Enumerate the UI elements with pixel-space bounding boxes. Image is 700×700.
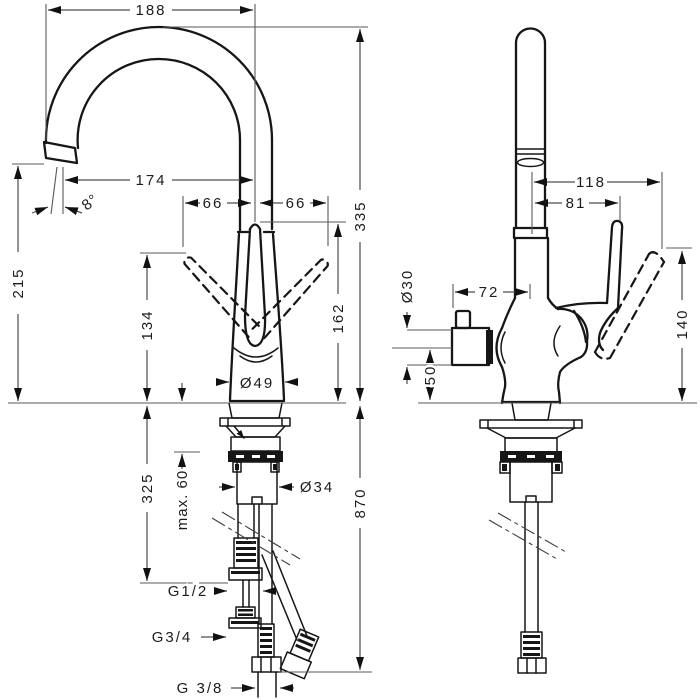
dim-shank-diameter: Ø34 xyxy=(300,479,334,496)
shutoff-valve-side xyxy=(450,309,493,367)
lever-side xyxy=(554,219,624,352)
body-front xyxy=(228,230,286,403)
side-view xyxy=(450,27,666,674)
dim-outlet-height: 215 xyxy=(10,267,27,298)
dim-valve-height: 50 xyxy=(422,365,439,386)
break-lines-front xyxy=(211,511,301,566)
dim-overall-reach: 188 xyxy=(135,2,166,19)
dim-lever-reach: 81 xyxy=(566,195,587,212)
dim-valve-reach: 72 xyxy=(479,284,500,301)
dim-valve-diameter: Ø30 xyxy=(399,269,416,303)
body-side xyxy=(495,296,589,405)
front-view xyxy=(42,25,329,698)
aerator-front xyxy=(42,140,79,165)
extension-lines xyxy=(8,4,697,673)
lever-front-dashed-right xyxy=(251,258,329,341)
hose-side xyxy=(488,501,567,674)
dim-handle-tip-high: 162 xyxy=(330,302,347,333)
aerator-side xyxy=(516,157,545,168)
dim-swivel-left: 66 xyxy=(203,195,224,212)
dim-spout-depth: 118 xyxy=(576,174,606,191)
dim-hose-length-below: 870 xyxy=(352,487,369,518)
dim-shank-length: 325 xyxy=(139,472,156,503)
valve-knob xyxy=(454,309,472,330)
spout-front xyxy=(42,25,274,233)
lever-front-dashed-left xyxy=(183,256,261,338)
dimension-lines xyxy=(14,5,686,692)
mounting-side xyxy=(479,402,583,503)
dim-total-height: 335 xyxy=(352,200,369,231)
install-arrow-icon xyxy=(233,425,245,439)
dim-max-counter-thickness: max. 60 xyxy=(174,470,191,530)
dim-hose-connection: G1/2 xyxy=(168,583,209,600)
dim-lever-height: 140 xyxy=(674,308,691,339)
dim-nut-connection: G3/4 xyxy=(152,629,193,646)
spray-hose-diagonal xyxy=(261,550,308,641)
break-lines-side xyxy=(488,512,567,560)
hoses-front xyxy=(211,503,320,698)
dim-supply-connection: G 3/8 xyxy=(177,680,224,697)
lever-front xyxy=(243,223,267,348)
dimension-labels: 188 174 8° 66 66 215 134 162 Ø49 335 325… xyxy=(8,0,694,700)
hex-nut-side xyxy=(517,657,547,674)
lever-side-dashed xyxy=(593,251,666,360)
dim-swivel-right: 66 xyxy=(286,195,307,212)
swivel-joint xyxy=(512,226,549,240)
dim-spout-reach: 174 xyxy=(135,172,166,189)
spout-side xyxy=(512,27,550,300)
dim-handle-tip-low: 134 xyxy=(139,309,156,340)
hex-nut-front xyxy=(251,656,282,673)
dim-spray-angle: 8° xyxy=(79,191,102,214)
dim-base-diameter: Ø49 xyxy=(240,375,274,392)
mounting-front xyxy=(219,402,291,505)
